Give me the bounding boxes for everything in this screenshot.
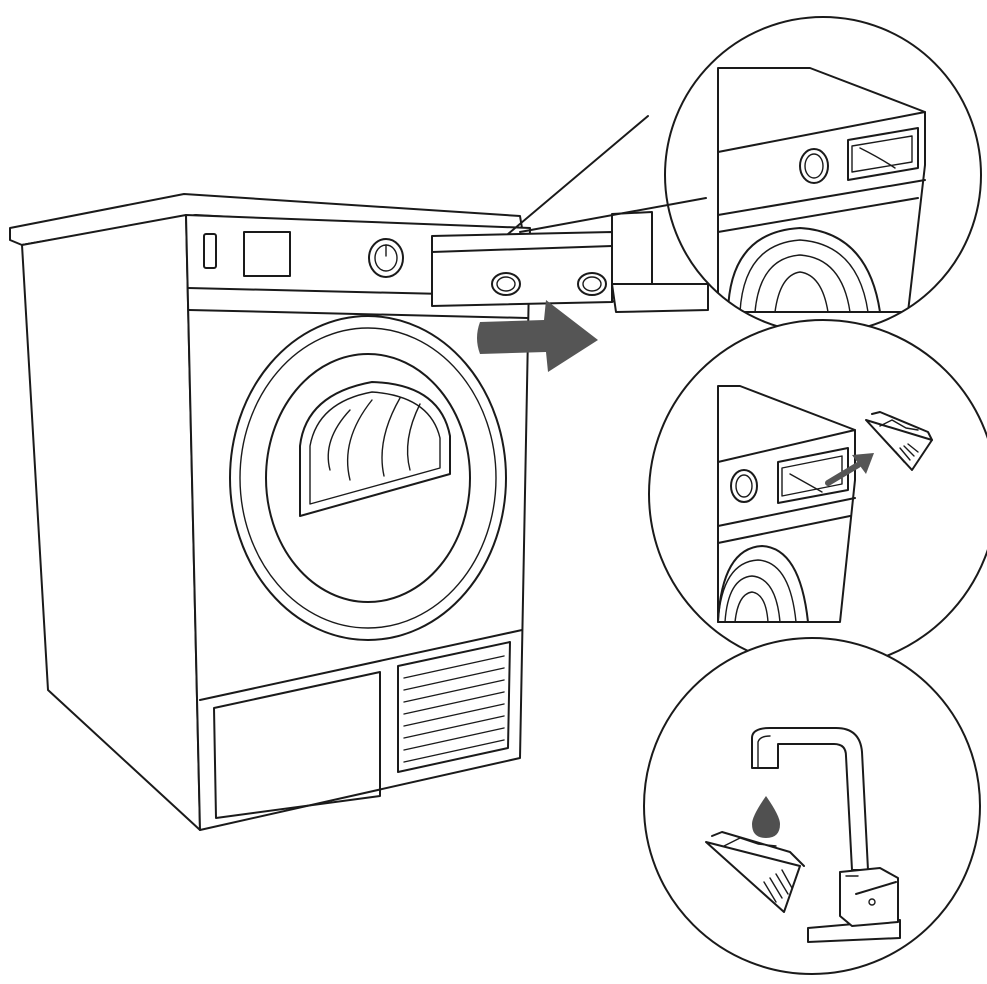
- vent-slats: [403, 655, 505, 763]
- filter-panel-callout: [431, 115, 709, 313]
- dryer-front-panel: [185, 214, 531, 831]
- program-knob-icon: [368, 238, 404, 278]
- dryer-door: [229, 315, 507, 641]
- step-3-rinse-filter-circle: [643, 637, 981, 975]
- vent-grille: [397, 641, 511, 773]
- indicator-icon: [203, 233, 217, 269]
- faucet-icon: [751, 727, 901, 943]
- knob-icon: [799, 148, 829, 184]
- tumble-dryer-icon: [9, 193, 531, 831]
- filter-removal-view: [717, 385, 933, 623]
- step-1-detail-circle: [664, 16, 982, 334]
- rinse-view: [705, 727, 901, 943]
- dryer-side-panel: [21, 214, 201, 831]
- arrow-out-icon: [852, 453, 874, 474]
- arrow-right-icon: [477, 300, 598, 372]
- filter-slot: [847, 127, 919, 181]
- filter-tray-icon: [865, 411, 933, 471]
- display-screen: [243, 231, 291, 277]
- knob-icon: [730, 469, 758, 503]
- panel-button-icon: [577, 272, 607, 296]
- water-drop-icon: [752, 796, 780, 838]
- step-2-remove-filter-circle: [648, 319, 987, 669]
- panel-button-icon: [491, 272, 521, 296]
- kick-plate: [213, 671, 381, 819]
- filter-tray-icon: [705, 831, 805, 913]
